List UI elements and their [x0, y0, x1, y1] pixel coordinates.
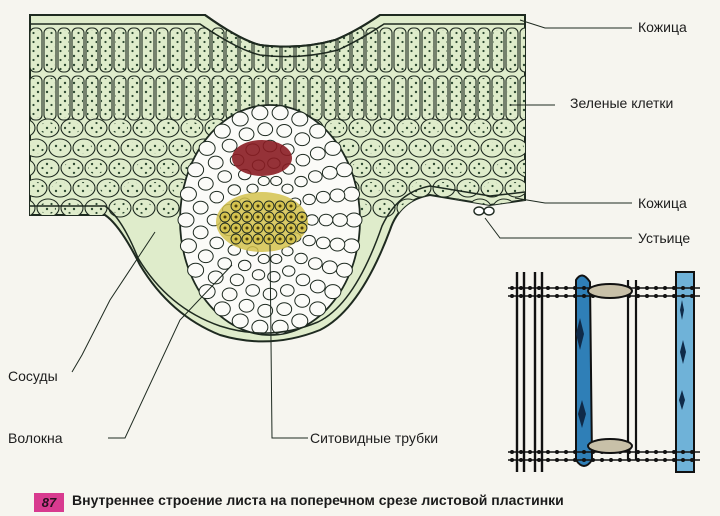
upper-epidermis: [30, 14, 525, 48]
figure-number-badge: 87: [34, 493, 64, 512]
stoma: [473, 206, 495, 216]
leader-kozhitsa-top: [519, 19, 632, 29]
leader-volokna: [108, 264, 233, 439]
leader-sosudy: [71, 231, 156, 373]
label-sitovidnye: Ситовидные трубки: [310, 430, 439, 446]
leader-sitovidnye: [269, 244, 308, 439]
label-ustitse: Устьице: [638, 230, 691, 246]
leader-kozhitsa-bottom: [514, 197, 632, 204]
xylem-red-area: [232, 140, 292, 176]
label-kozhitsa-bottom: Кожица: [638, 195, 687, 211]
figure-caption: 87 Внутреннее строение листа на поперечн…: [0, 488, 720, 516]
vessel-detail: [504, 268, 704, 480]
label-volokna: Волокна: [8, 430, 63, 446]
label-sosudy: Сосуды: [8, 368, 58, 384]
vascular-bundle: [177, 104, 363, 336]
leader-ustitse: [484, 217, 632, 239]
caption-text: Внутреннее строение листа на поперечном …: [72, 492, 564, 508]
label-kozhitsa-top: Кожица: [638, 19, 687, 35]
label-green-cells: Зеленые клетки: [570, 95, 674, 111]
